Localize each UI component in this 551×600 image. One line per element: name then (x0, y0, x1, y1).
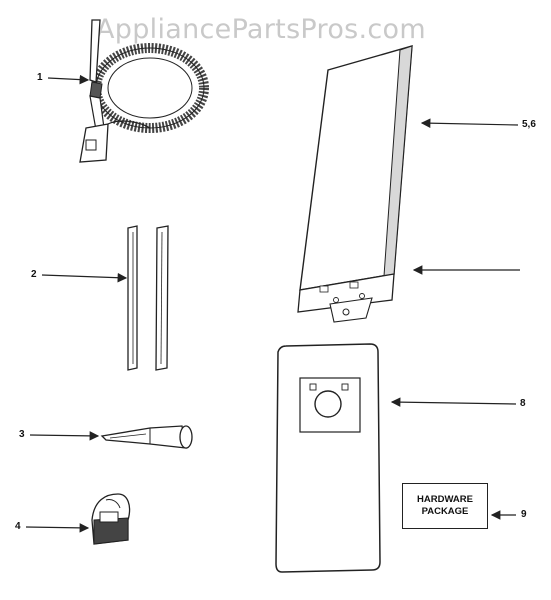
callout-part-8: 8 (520, 398, 526, 409)
callout-part-4: 4 (15, 521, 21, 532)
arrow-part-5-6 (420, 118, 519, 128)
hardware-package-line-2: PACKAGE (421, 506, 469, 517)
outer-bag-drawing (275, 343, 381, 573)
callout-part-9: 9 (521, 509, 527, 520)
arrow-part-1 (47, 74, 90, 85)
hardware-package-box: HARDWARE PACKAGE (402, 483, 488, 529)
filter-bag-drawing (297, 45, 413, 323)
callout-part-1: 1 (37, 72, 43, 83)
hose-assembly-drawing (79, 19, 209, 163)
arrow-part-8 (390, 397, 517, 407)
arrow-part-4 (25, 523, 90, 533)
callout-part-2: 2 (31, 269, 37, 280)
callout-part-5-6: 5,6 (522, 119, 536, 130)
watermark: AppliancePartsPros.com (96, 14, 426, 45)
arrow-part-2 (41, 272, 128, 283)
hardware-package-line-1: HARDWARE (417, 494, 473, 505)
dusting-brush-drawing (91, 493, 131, 545)
crevice-tool-drawing (100, 425, 193, 449)
arrow-part-3 (29, 431, 100, 441)
callout-part-3: 3 (19, 429, 25, 440)
callout-arrows (25, 74, 520, 533)
wand-tubes-drawing (127, 225, 169, 371)
